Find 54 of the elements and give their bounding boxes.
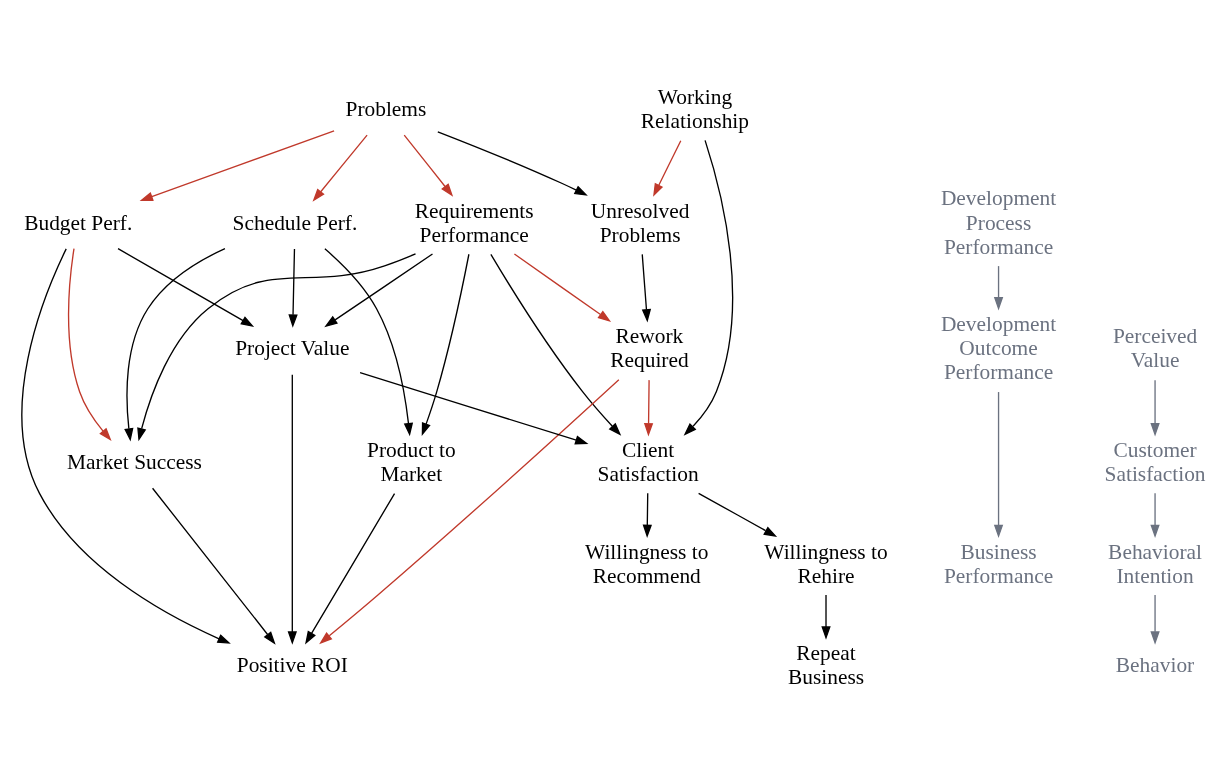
arrow — [1150, 492, 1160, 539]
node-text: Rework Required — [610, 324, 689, 373]
node-text: Problems — [345, 96, 427, 121]
node-text: Willingness to Recommend — [585, 539, 709, 588]
node-text: Development Outcome Performance — [940, 312, 1057, 385]
arrow — [437, 131, 588, 196]
arrow — [287, 374, 297, 645]
node-text: Repeat Business — [787, 641, 865, 690]
node-text: Product to Market — [367, 437, 456, 487]
node-text: Working Relationship — [640, 84, 749, 133]
node-text: Market Success — [67, 449, 202, 474]
arrow — [21, 248, 231, 644]
arrow — [513, 253, 612, 322]
arrow — [993, 265, 1004, 311]
arrow — [67, 247, 112, 441]
arrow — [137, 253, 417, 442]
node-text: Unresolved Problems — [590, 198, 690, 247]
arrow — [421, 253, 470, 437]
arrow — [312, 134, 368, 202]
arrow — [151, 487, 276, 645]
node-text: Perceived Value — [1112, 324, 1198, 373]
arrow — [139, 130, 335, 201]
arrow — [124, 247, 226, 442]
arrow — [697, 492, 778, 538]
node-text: Project Value — [235, 336, 350, 361]
arrow — [490, 253, 622, 436]
arrow — [1150, 379, 1160, 437]
arrow — [643, 379, 654, 437]
arrow — [324, 248, 414, 437]
node-text: Willingness to Rehire — [764, 539, 888, 588]
arrow — [683, 139, 734, 436]
arrow — [288, 248, 298, 328]
node-text: Schedule Perf. — [232, 210, 358, 235]
node-text: Requirements Performance — [414, 198, 534, 247]
node-text: Behavior — [1115, 653, 1195, 678]
arrow — [305, 492, 396, 645]
arrow — [359, 372, 589, 445]
node-text: Business Performance — [943, 539, 1054, 588]
node-text: Positive ROI — [236, 653, 348, 678]
node-text: Customer Satisfaction — [1104, 437, 1206, 487]
arrow — [1150, 594, 1160, 645]
node-text: Behavioral Intention — [1108, 539, 1202, 588]
node-text: Client Satisfaction — [597, 437, 699, 487]
arrow — [642, 492, 652, 539]
arrow — [993, 391, 1004, 539]
arrow — [319, 379, 620, 645]
arrow — [653, 140, 682, 197]
arrow — [821, 594, 831, 640]
node-text: Budget Perf. — [24, 210, 133, 235]
arrow — [117, 248, 255, 327]
arrow — [641, 253, 652, 323]
arrow — [403, 134, 454, 197]
node-text: Development Process Performance — [940, 186, 1057, 259]
arrow — [324, 253, 434, 328]
